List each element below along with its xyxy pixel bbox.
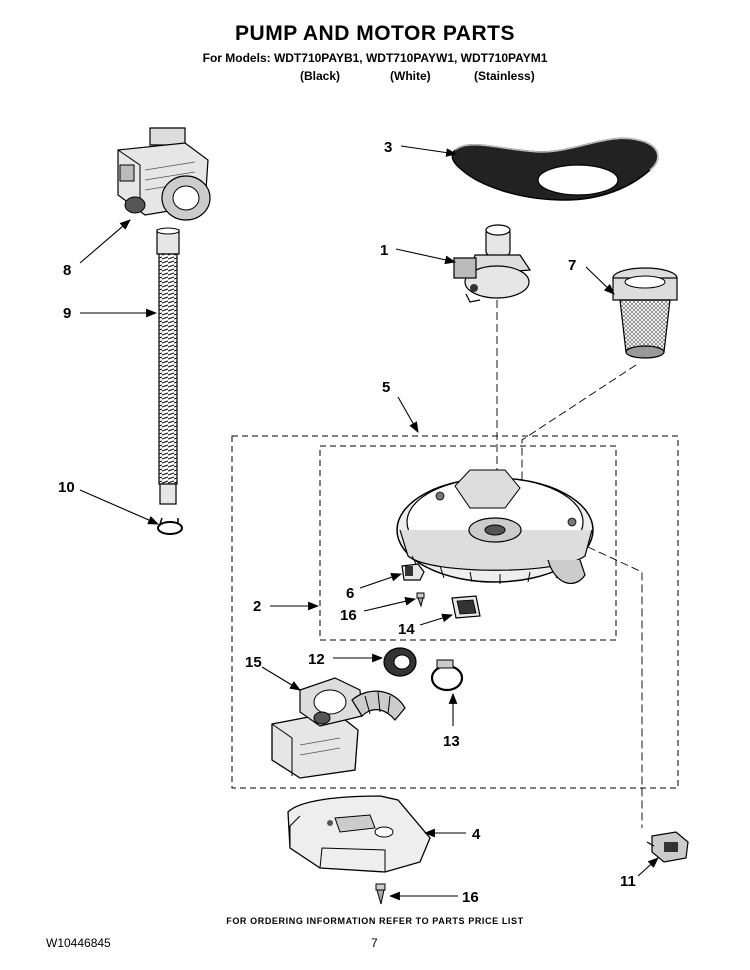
filter-cover-plate xyxy=(451,137,659,201)
callout-6: 6 xyxy=(346,585,354,602)
reference-line-filter-to-sump xyxy=(521,364,637,520)
document-number: W10446845 xyxy=(46,936,111,950)
callout-3: 3 xyxy=(384,139,392,156)
screw-upper xyxy=(416,592,425,608)
filter-basket xyxy=(612,267,678,359)
grommet-insert xyxy=(451,595,481,619)
finish-stainless: (Stainless) xyxy=(474,69,535,83)
callout-16-upper: 16 xyxy=(340,607,357,624)
callout-8: 8 xyxy=(63,262,71,279)
callout-4: 4 xyxy=(472,826,481,843)
finish-black: (Black) xyxy=(300,69,341,83)
sump-assembly-outer-box xyxy=(231,435,679,789)
models-line: For Models: WDT710PAYB1, WDT710PAYW1, WD… xyxy=(202,51,548,65)
pump-mounting-bracket xyxy=(287,795,431,873)
callout-14: 14 xyxy=(398,621,415,638)
reference-line-sensor xyxy=(587,546,643,828)
sump-housing xyxy=(396,469,594,584)
page-number: 7 xyxy=(371,936,378,950)
callout-10: 10 xyxy=(58,479,75,496)
retaining-clip xyxy=(401,563,425,581)
turbidity-sensor xyxy=(646,831,689,863)
callout-5: 5 xyxy=(382,379,390,396)
drain-hose xyxy=(156,227,180,505)
hose-clamp xyxy=(157,517,183,535)
callout-11: 11 xyxy=(620,873,636,890)
drain-pump xyxy=(117,127,211,221)
pump-chopper-assembly xyxy=(453,224,532,303)
callout-2: 2 xyxy=(253,598,261,615)
seal-ring xyxy=(383,647,417,677)
callout-16-lower: 16 xyxy=(462,889,479,906)
ordering-note: FOR ORDERING INFORMATION REFER TO PARTS … xyxy=(226,916,524,926)
callout-12: 12 xyxy=(308,651,325,668)
callout-13: 13 xyxy=(443,733,460,750)
screw-lower xyxy=(375,883,386,905)
callout-7: 7 xyxy=(568,257,576,274)
sump-housing-inner-box xyxy=(319,445,617,641)
callout-15: 15 xyxy=(245,654,262,671)
hose-clamp-small xyxy=(430,659,464,692)
page-title: PUMP AND MOTOR PARTS xyxy=(235,22,515,45)
finish-white: (White) xyxy=(390,69,431,83)
callout-1: 1 xyxy=(380,242,388,259)
callout-9: 9 xyxy=(63,305,71,322)
leader-arrows xyxy=(79,145,659,901)
circulation-pump-motor xyxy=(271,677,406,779)
